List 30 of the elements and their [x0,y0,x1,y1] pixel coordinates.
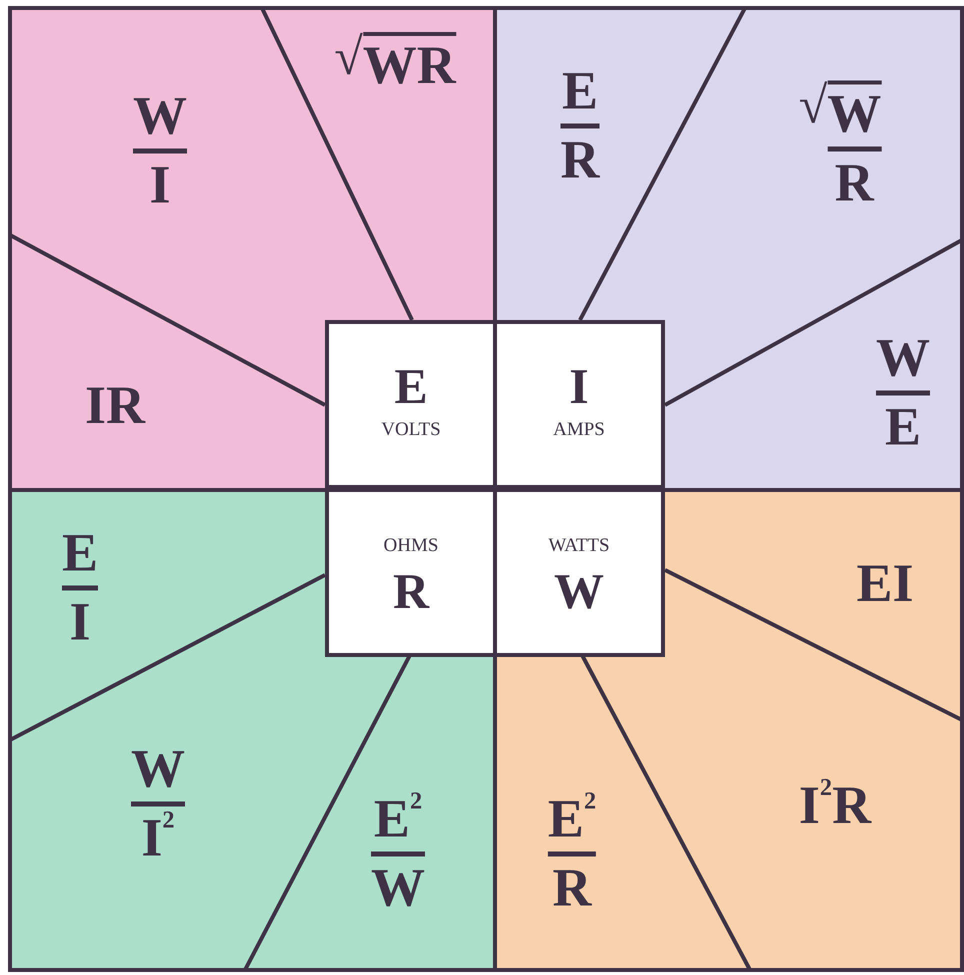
unit-label: AMPS [553,418,605,442]
formula: EI [856,556,914,610]
radical-sign: √ [334,32,363,84]
fraction-denominator: I$^{2}$ [141,810,175,864]
fraction-denominator: W [371,860,425,914]
fraction-denominator: I [149,158,170,212]
fraction-denominator: R [834,156,874,210]
fraction-numerator: E [562,64,598,118]
fraction-numerator: W [131,742,185,796]
quantity-symbol: E [394,360,428,412]
quantity-symbol: I [569,360,589,412]
fraction-numerator: E$^{2}$ [374,792,422,846]
radicand: WR [362,32,456,92]
fraction-denominator: I [69,594,90,648]
fraction-numerator: E [62,526,98,580]
fraction-denominator: E [884,400,922,454]
quantity-symbol: W [554,564,604,618]
fraction-numerator: W [827,86,882,140]
unit-label: OHMS [384,534,438,558]
quantity-symbol: R [392,564,430,618]
unit-label: VOLTS [381,418,441,442]
fraction-numerator: W [133,88,187,142]
fraction-denominator: R [552,860,592,914]
formula: I$^{2}$R [798,778,872,832]
formula: IR [85,378,145,432]
unit-label: WATTS [548,534,610,558]
fraction-denominator: R [560,132,600,186]
fraction-numerator: W [876,330,930,384]
fraction-numerator: E$^{2}$ [548,792,596,846]
radical-sign: √ [798,80,828,132]
